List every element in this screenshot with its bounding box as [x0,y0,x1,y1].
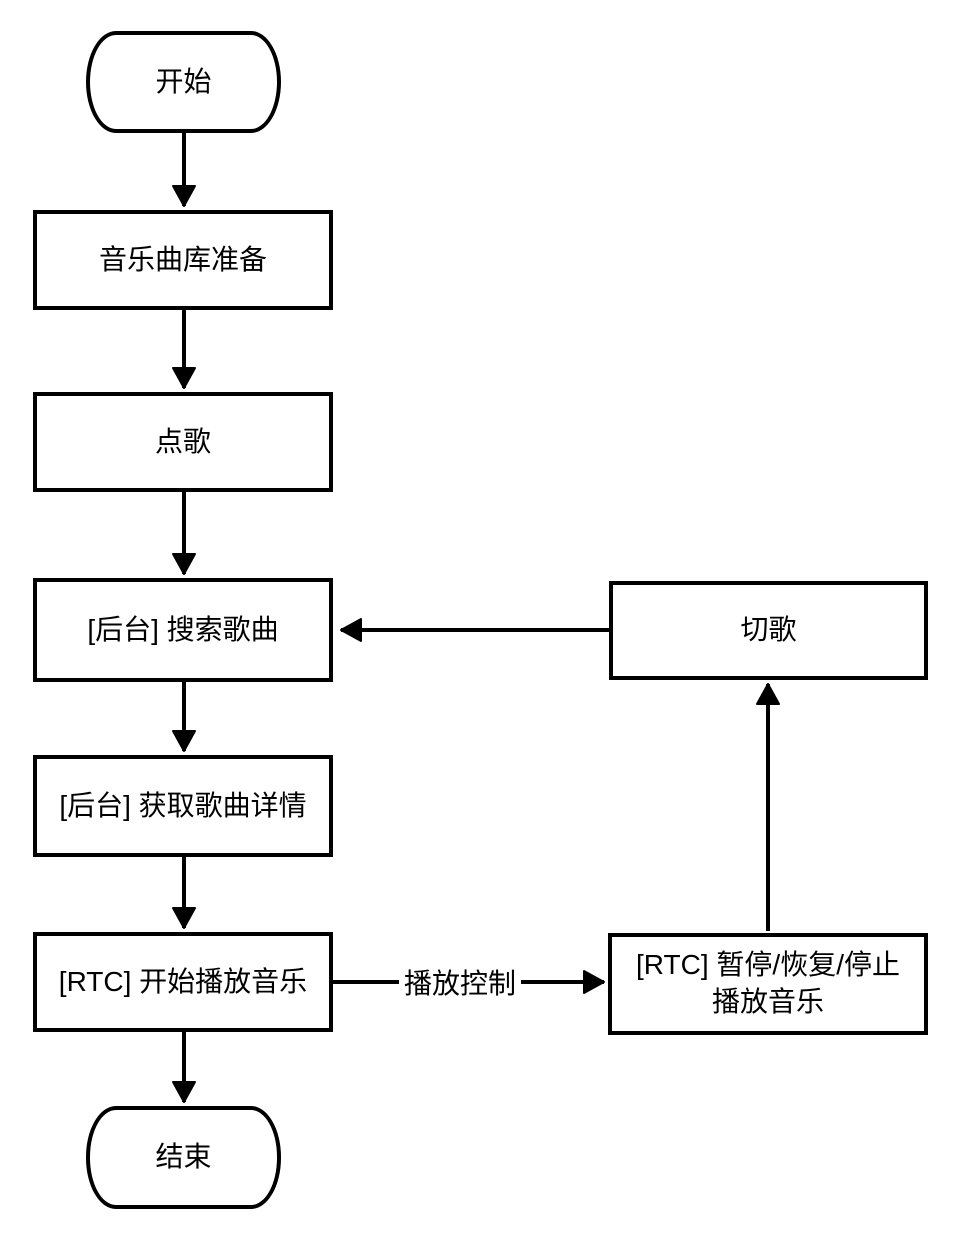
node-prepare-label: 音乐曲库准备 [98,243,267,275]
node-start-terminator: 开始 [86,31,281,133]
node-music-library-prepare: 音乐曲库准备 [33,210,333,310]
node-pick-song: 点歌 [33,392,333,492]
node-search-song-label: [后台] 搜索歌曲 [87,613,279,645]
node-backend-search-song: [后台] 搜索歌曲 [33,578,333,682]
node-start-play-label: [RTC] 开始播放音乐 [58,965,308,997]
node-rtc-start-play: [RTC] 开始播放音乐 [33,932,333,1032]
node-start-label: 开始 [155,65,212,97]
node-switch-song: 切歌 [609,581,928,680]
node-playback-control-label: [RTC] 暂停/恢复/停止 播放音乐 [636,947,900,1021]
node-end-label: 结束 [155,1141,212,1173]
node-rtc-playback-control: [RTC] 暂停/恢复/停止 播放音乐 [608,933,928,1035]
edge-label-play-control: 播放控制 [398,962,522,1002]
node-backend-song-detail: [后台] 获取歌曲详情 [33,755,333,857]
node-switch-song-label: 切歌 [740,614,797,646]
node-end-terminator: 结束 [86,1106,281,1209]
node-pick-song-label: 点歌 [154,425,211,457]
node-song-detail-label: [后台] 获取歌曲详情 [59,789,307,821]
node-playback-control-line1: [RTC] 暂停/恢复/停止 [636,949,900,981]
node-playback-control-line2: 播放音乐 [711,986,824,1017]
